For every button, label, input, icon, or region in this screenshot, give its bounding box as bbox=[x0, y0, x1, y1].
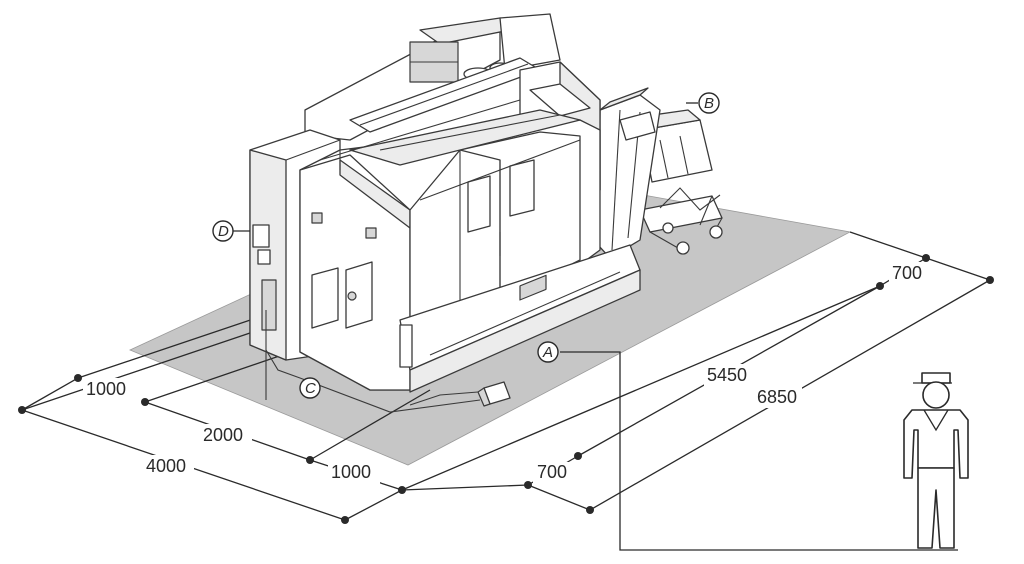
dim-700-top: 700 bbox=[892, 263, 922, 283]
dimension-lines bbox=[21, 231, 991, 551]
coolant-pump-unit bbox=[409, 381, 511, 407]
dim-700-bottom: 700 bbox=[537, 462, 567, 482]
dimension-labels: 1000 2000 4000 1000 700 5450 6850 700 bbox=[83, 262, 931, 484]
callout-a: A bbox=[537, 341, 559, 363]
person-figure bbox=[903, 372, 969, 549]
callout-b-label: B bbox=[704, 95, 714, 112]
callout-d: D bbox=[212, 220, 250, 242]
dim-4000: 4000 bbox=[146, 456, 186, 476]
dim-1000-left: 1000 bbox=[86, 379, 126, 399]
callout-b: B bbox=[686, 92, 720, 114]
dim-1000-bottom: 1000 bbox=[331, 462, 371, 482]
dimension-dots bbox=[18, 254, 994, 524]
callout-c-label: C bbox=[305, 380, 316, 397]
callout-a-label: A bbox=[542, 344, 553, 361]
machine-body bbox=[249, 13, 641, 413]
callout-c: C bbox=[299, 377, 321, 399]
dim-5450: 5450 bbox=[707, 365, 747, 385]
dim-2000: 2000 bbox=[203, 425, 243, 445]
callout-d-label: D bbox=[218, 223, 229, 240]
chip-conveyor bbox=[597, 87, 723, 259]
dim-6850: 6850 bbox=[757, 387, 797, 407]
